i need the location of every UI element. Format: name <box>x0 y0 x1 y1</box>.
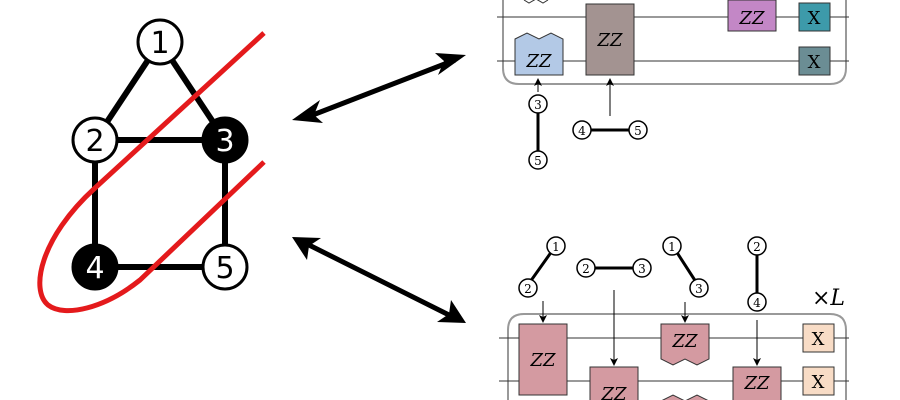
gate-label: X <box>812 329 825 350</box>
node-label: 3 <box>215 124 234 159</box>
repeat-label: ×L <box>812 286 845 311</box>
arrow-to-bottom-circuit <box>292 237 466 323</box>
gate-label: ZZ <box>671 331 698 352</box>
edge-label-4-5: 4 5 <box>572 78 648 140</box>
node-label: 3 <box>695 282 703 296</box>
edge-label-3-5: 3 5 <box>528 78 548 170</box>
partial-gate-notch <box>523 0 549 4</box>
node-label: 4 <box>753 296 761 310</box>
node-label: 3 <box>638 262 646 276</box>
zz-gate-tall: ZZ <box>518 323 568 396</box>
node-label: 3 <box>534 98 542 112</box>
zz-gate-notched: ZZ <box>660 323 710 366</box>
gate-label: ZZ <box>596 30 623 51</box>
node-label: 1 <box>668 240 676 254</box>
graph-node-3: 3 <box>201 116 249 164</box>
edge-label-1-3: 1 3 <box>662 236 709 323</box>
gate-label: X <box>808 8 821 29</box>
graph-node-1: 1 <box>136 18 184 66</box>
node-label: 5 <box>534 154 542 168</box>
partial-gate-notch <box>661 394 709 400</box>
node-label: 4 <box>85 251 104 286</box>
node-label: 5 <box>215 251 234 286</box>
edge-label-2-3: 2 3 <box>576 258 652 366</box>
zz-gate-right: ZZ <box>732 366 782 400</box>
top-circuit: ZZ ZZ ZZ X X 3 5 <box>497 0 849 170</box>
zz-gate-notched-blue: ZZ <box>514 32 564 76</box>
node-label: 2 <box>85 124 104 159</box>
graph: 1 2 3 4 5 <box>37 18 266 314</box>
node-label: 4 <box>578 124 586 138</box>
graph-node-4: 4 <box>71 243 119 291</box>
gate-label: X <box>812 372 825 393</box>
graph-edges <box>92 40 228 270</box>
graph-node-2: 2 <box>71 116 119 164</box>
gate-label: X <box>808 52 821 73</box>
cut-curve <box>37 31 266 314</box>
edge-label-1-2: 1 2 <box>518 236 566 323</box>
zz-gate-lower: ZZ <box>589 366 639 400</box>
graph-node-5: 5 <box>201 243 249 291</box>
x-gate-teal: X <box>798 2 831 32</box>
zz-gate-purple: ZZ <box>727 0 777 32</box>
gate-label: ZZ <box>743 373 770 394</box>
circuit-frame <box>502 0 847 85</box>
gate-label: ZZ <box>600 384 627 400</box>
circuit-frame <box>507 313 847 400</box>
arrow-to-top-circuit <box>292 53 466 123</box>
node-label: 1 <box>552 240 560 254</box>
node-label: 2 <box>753 240 761 254</box>
gate-label: ZZ <box>525 51 552 72</box>
node-label: 1 <box>150 26 169 61</box>
bottom-circuit: ×L ZZ ZZ ZZ ZZ X <box>499 236 849 400</box>
x-gate-bottom: X <box>802 366 835 396</box>
node-label: 5 <box>634 124 642 138</box>
gate-label: ZZ <box>529 350 556 371</box>
gate-label: ZZ <box>738 8 765 29</box>
node-label: 2 <box>524 282 532 296</box>
zz-gate-tall: ZZ <box>585 3 635 76</box>
x-gate-top: X <box>802 323 835 353</box>
x-gate-slate: X <box>798 46 831 76</box>
node-label: 2 <box>582 262 590 276</box>
edge-label-2-4: 2 4 <box>747 236 767 366</box>
